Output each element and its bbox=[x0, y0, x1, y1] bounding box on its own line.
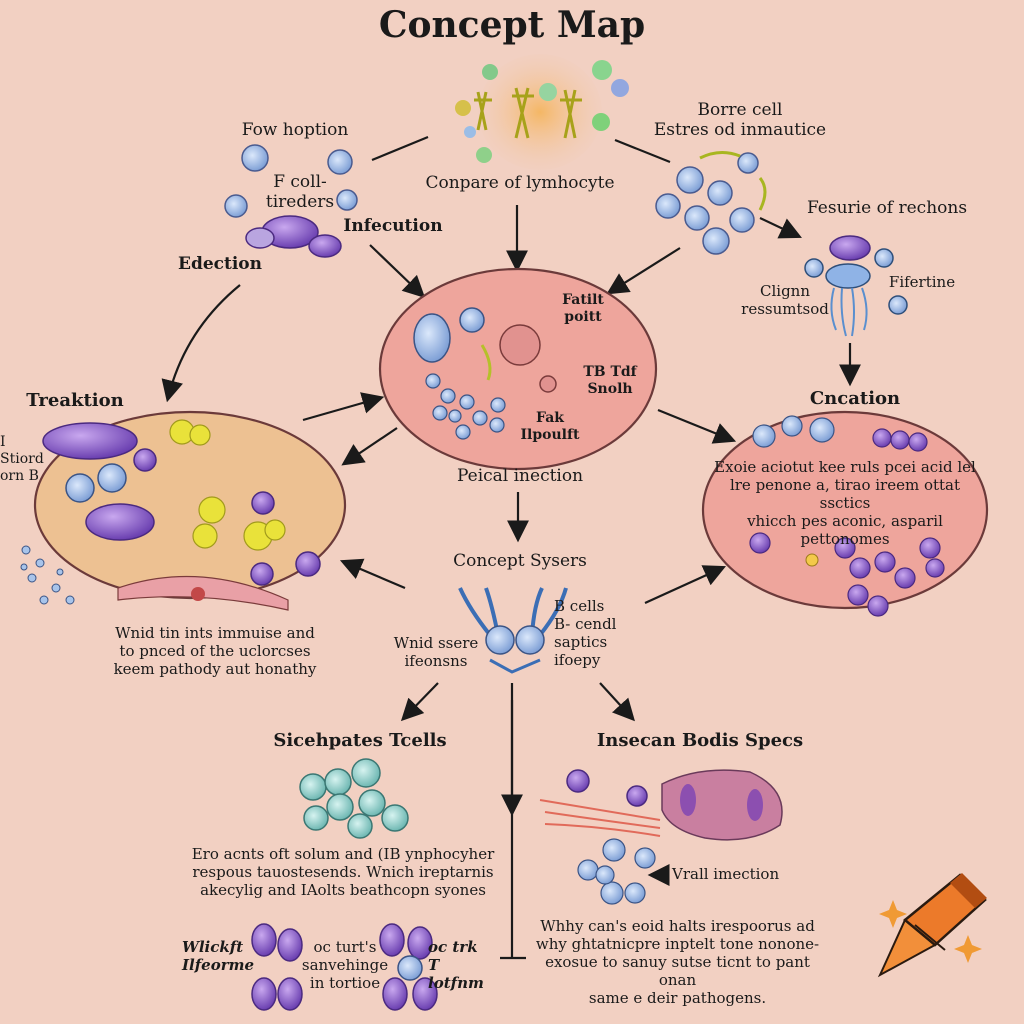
t-cell-cluster bbox=[299, 758, 409, 839]
label-pericardial-infection: Peical inection bbox=[456, 466, 584, 486]
dot-scatter-left bbox=[20, 545, 75, 605]
cell-group-top-right bbox=[655, 151, 767, 255]
arrow bbox=[614, 138, 671, 164]
arrow bbox=[371, 135, 429, 162]
lymphocyte-cluster-top bbox=[455, 54, 629, 170]
arrow bbox=[657, 408, 737, 444]
arrow bbox=[339, 558, 406, 590]
cell-group-top-left bbox=[224, 144, 358, 258]
crayon-icon bbox=[877, 873, 987, 978]
label-edection: Edection bbox=[177, 254, 263, 274]
label-top-right-d: Fifertine bbox=[888, 273, 956, 291]
right-creation-oval bbox=[701, 410, 989, 617]
arrow bbox=[400, 682, 439, 722]
label-top-right-a: Borre cell Estres od inmautice bbox=[653, 100, 827, 141]
arrow bbox=[599, 682, 635, 722]
label-lower-bl-a: Wlickft Ilfeorme bbox=[182, 938, 255, 974]
label-lower-left-text: Ero acnts oft solum and (IB ynphocyher r… bbox=[191, 845, 495, 899]
label-center-mid: TB Tdf Snolh bbox=[583, 364, 637, 397]
label-center-low: Fak Ilpoulft bbox=[520, 410, 580, 443]
label-t-cells: Sicehpates Tcells bbox=[273, 730, 447, 751]
label-lymphocyte-compare: Conpare of lymhocyte bbox=[425, 173, 615, 193]
receptor-cell-right bbox=[804, 235, 908, 337]
label-left-caption: Wnid tin ints immuise and to pnced of th… bbox=[113, 624, 317, 678]
arrow bbox=[341, 427, 398, 466]
left-reaction-oval bbox=[33, 410, 347, 611]
label-insecan-bodis: Insecan Bodis Specs bbox=[596, 730, 804, 751]
purple-cell-row bbox=[251, 923, 438, 1011]
label-concept-sysers: Concept Sysers bbox=[453, 551, 587, 571]
label-top-left-b: F coll- tireders bbox=[265, 172, 335, 213]
arrow bbox=[644, 565, 727, 605]
arrow bbox=[369, 244, 426, 299]
label-top-right-c: Clignn ressumtsod bbox=[741, 282, 829, 318]
central-infection-oval bbox=[378, 267, 658, 471]
arrow bbox=[302, 392, 385, 422]
label-lower-bl-c: oc trk T lotfnm bbox=[428, 938, 484, 992]
sparkle-icon bbox=[879, 900, 982, 963]
label-right-text: Exoie aciotut kee ruls pcei acid lel lre… bbox=[714, 458, 976, 548]
label-top-right-b: Fesurie of rechons bbox=[806, 198, 968, 218]
label-bcell-left: Wnid ssere ifeonsns bbox=[393, 634, 479, 670]
arrow bbox=[606, 247, 681, 295]
arrow bbox=[161, 284, 241, 403]
b-cell-receptor bbox=[458, 587, 568, 674]
label-bcell-right: B cells B- cendl saptics ifoepy bbox=[554, 597, 617, 669]
page-title: Concept Map bbox=[378, 4, 646, 46]
label-center-top: Fatilt poitt bbox=[562, 292, 604, 325]
label-lower-right-text: Whhy can's eoid halts irespoorus ad why … bbox=[535, 917, 820, 1007]
label-treaktion: Treaktion bbox=[26, 390, 124, 411]
label-left-side: I Stiord orn B bbox=[0, 434, 44, 484]
label-top-left-a: Fow hoption bbox=[241, 120, 349, 140]
label-infection: Infecution bbox=[343, 216, 443, 236]
arrow bbox=[759, 217, 802, 239]
label-cncation: Cncation bbox=[809, 388, 901, 409]
connector-arrows bbox=[161, 135, 861, 960]
label-lower-bl-b: oc turt's sanvehinge in tortioe bbox=[301, 938, 389, 992]
label-vrall-imection: Vrall imection bbox=[672, 865, 780, 883]
pathogen-illustration bbox=[539, 769, 783, 905]
